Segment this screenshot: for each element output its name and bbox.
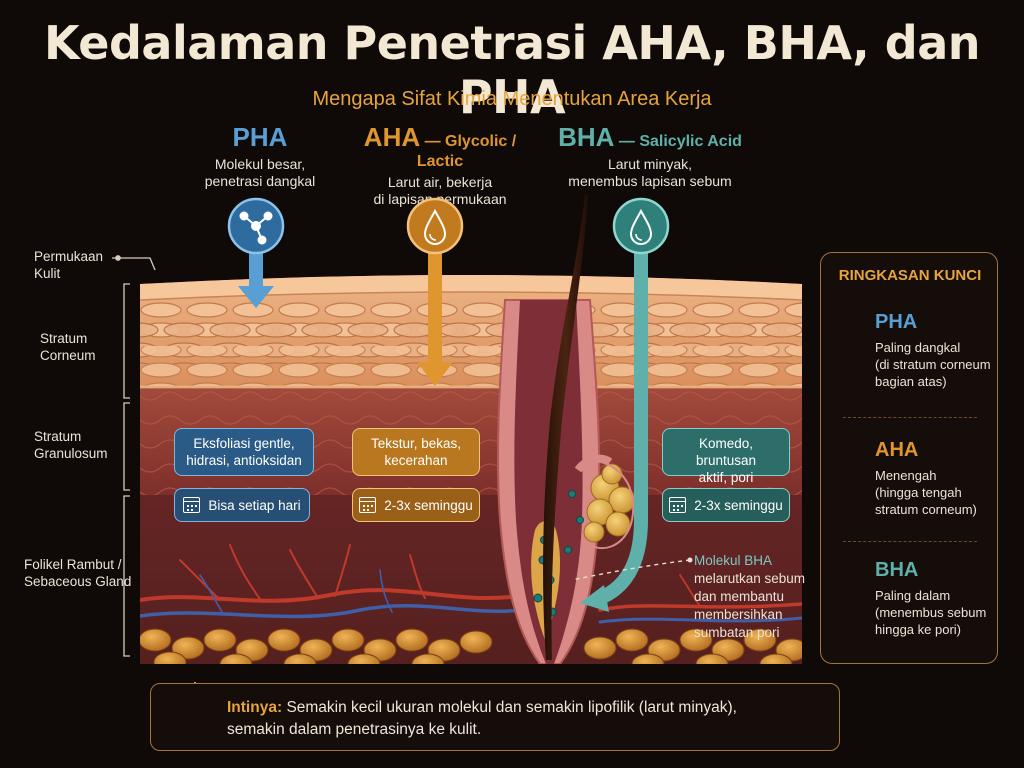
molecule-icon xyxy=(239,211,273,245)
aha-sub: — Glycolic / Lactic xyxy=(416,133,517,170)
aha-header: AHA — Glycolic / Lactic Larut air, beker… xyxy=(340,122,540,208)
bha-frequency-box: 2-3x seminggu xyxy=(662,488,790,522)
bha-name: BHA xyxy=(558,122,615,152)
pha-benefit-box: Eksfoliasi gentle,hidrasi, antioksidan xyxy=(174,428,314,476)
key-summary-panel: RINGKASAN KUNCI PHA Paling dangkal (di s… xyxy=(820,252,998,664)
water-drop-icon xyxy=(423,208,447,246)
aha-desc-1: Larut air, bekerja xyxy=(387,174,493,190)
calendar-icon xyxy=(669,497,687,513)
summary-title: RINGKASAN KUNCI xyxy=(838,267,982,284)
bha-molecule-note: Molekul BHA melarutkan sebum dan membant… xyxy=(694,553,806,640)
pha-desc-1: Molekul besar, xyxy=(214,156,306,172)
oil-drop-icon xyxy=(629,208,653,246)
pha-name: PHA xyxy=(232,122,288,152)
summary-divider xyxy=(843,541,977,542)
aha-arrow xyxy=(406,197,464,386)
bha-desc-1: Larut minyak, xyxy=(607,156,693,172)
takeaway-box: Intinya: Semakin kecil ukuran molekul da… xyxy=(150,683,840,751)
takeaway-text-2: semakin dalam penetrasinya ke kulit. xyxy=(227,721,482,738)
pha-frequency-box: Bisa setiap hari xyxy=(174,488,310,522)
bha-sub: — Salicylic Acid xyxy=(618,133,742,150)
aha-frequency-box: 2-3x seminggu xyxy=(352,488,480,522)
aha-benefit-box: Tekstur, bekas,kecerahan xyxy=(352,428,480,476)
calendar-icon xyxy=(183,497,201,513)
page-title: Kedalaman Penetrasi AHA, BHA, dan PHA xyxy=(43,16,981,124)
bha-desc-2: menembus lapisan sebum xyxy=(568,173,732,189)
bha-header: BHA — Salicylic Acid Larut minyak, menem… xyxy=(550,122,750,190)
summary-divider xyxy=(843,417,977,418)
takeaway-text-1: Semakin kecil ukuran molekul dan semakin… xyxy=(286,699,737,716)
aha-name: AHA xyxy=(363,122,421,152)
calendar-icon xyxy=(359,497,377,513)
pha-desc-2: penetrasi dangkal xyxy=(204,173,316,189)
bha-arrow xyxy=(580,197,670,612)
takeaway-lead: Intinya: xyxy=(227,699,283,716)
pha-header: PHA Molekul besar, penetrasi dangkal xyxy=(180,122,340,190)
layer-label-follicle: Folikel Rambut /Sebaceous Gland xyxy=(24,557,132,589)
page-subtitle: Mengapa Sifat Kimia Menentukan Area Kerj… xyxy=(312,88,712,110)
